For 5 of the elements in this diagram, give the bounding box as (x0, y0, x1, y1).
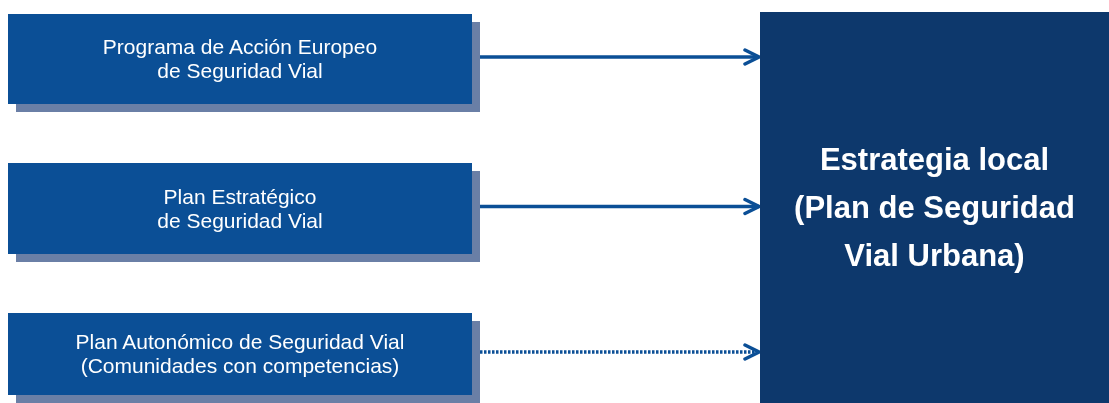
box-label: Estrategia local (Plan de Seguridad Vial Urbana) (793, 140, 1076, 275)
box-label: Programa de Acción Europeo de Seguridad Vial (101, 35, 379, 83)
box-label: Plan Estratégico de Seguridad Vial (156, 184, 324, 233)
box-label: Plan Autonómico de Seguridad Vial (Comunidades con competencias) (74, 330, 406, 378)
target-box (760, 12, 1109, 403)
